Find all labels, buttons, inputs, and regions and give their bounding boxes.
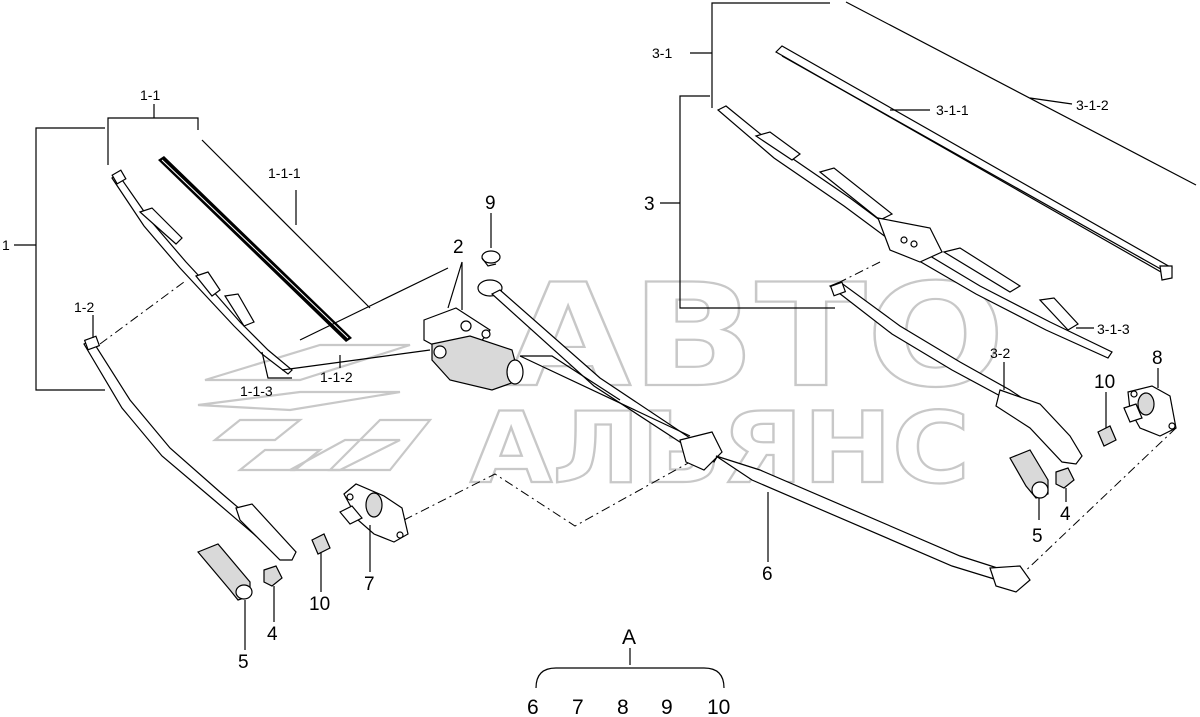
label-7: 7 <box>364 574 375 595</box>
leader-1-1-3 <box>261 351 292 379</box>
avtoalyans-logo-icon <box>197 343 433 472</box>
label-8: 8 <box>1152 348 1163 369</box>
label-3-2: 3-2 <box>990 345 1010 361</box>
leader-2 <box>447 261 463 310</box>
group-a-item: 8 <box>617 696 629 717</box>
leader-1-1-1 <box>201 139 371 309</box>
callout-labels: 1 1-1 1-1-1 1-1-2 1-1-3 1-2 2 3 3-1 3-1-… <box>2 45 1163 673</box>
group-a-item: 9 <box>661 696 673 717</box>
label-3-1-3: 3-1-3 <box>1097 321 1130 337</box>
label-3-1-1: 3-1-1 <box>936 102 969 118</box>
dash-left-blade <box>99 281 185 345</box>
label-5-right: 5 <box>1032 526 1043 547</box>
watermark-line1: АВТО <box>505 254 1005 419</box>
group-1-bracket <box>14 104 199 391</box>
label-1-2: 1-2 <box>74 299 94 315</box>
bushing-10-right <box>1097 425 1117 447</box>
cap-5-right <box>1009 449 1049 499</box>
group-a-brace <box>535 648 725 689</box>
group-a-item: 7 <box>572 696 584 717</box>
dash-right-link <box>1017 427 1177 579</box>
label-3-1-2: 3-1-2 <box>1076 97 1109 113</box>
label-10-left: 10 <box>309 594 330 615</box>
group-a: A 6 7 8 9 10 <box>527 626 730 717</box>
clip-9 <box>481 250 501 267</box>
pivot-8 <box>1123 385 1177 437</box>
label-1-1: 1-1 <box>140 87 160 103</box>
watermark: АВТО АЛЬЯНС <box>197 253 1006 507</box>
bushing-10-left <box>311 533 331 555</box>
left-wiper-blade <box>111 169 293 375</box>
nut-4-right <box>1055 467 1075 489</box>
label-1: 1 <box>2 237 10 253</box>
label-6: 6 <box>762 564 773 585</box>
pivot-7 <box>339 483 409 543</box>
leader-3-1-2-line <box>845 1 1197 186</box>
label-2: 2 <box>453 237 464 258</box>
label-4-left: 4 <box>267 624 278 645</box>
label-9: 9 <box>485 193 496 214</box>
right-wiper-arm <box>828 281 1083 465</box>
leader-2-left <box>299 267 449 341</box>
group-a-item: 6 <box>527 696 539 717</box>
cap-5-left <box>197 543 253 601</box>
nut-4-left <box>263 565 283 587</box>
label-10-right: 10 <box>1094 372 1115 393</box>
left-wiper-refill <box>158 156 352 342</box>
label-1-1-3: 1-1-3 <box>240 383 273 399</box>
right-wiper-refill <box>775 45 1173 281</box>
label-5-left: 5 <box>238 652 249 673</box>
group-3-bracket <box>660 2 835 309</box>
leader-motor-link <box>281 349 431 371</box>
group-a-item: 10 <box>707 696 730 717</box>
label-1-1-1: 1-1-1 <box>268 165 301 181</box>
label-3: 3 <box>644 194 655 215</box>
right-wiper-blade <box>716 105 1113 359</box>
label-3-1: 3-1 <box>652 45 672 61</box>
left-wiper-arm <box>83 335 297 561</box>
group-a-title: A <box>622 626 636 649</box>
leader-3-1-2 <box>1029 97 1073 105</box>
wiper-motor <box>423 307 524 391</box>
label-1-1-2: 1-1-2 <box>320 369 353 385</box>
label-4-right: 4 <box>1060 504 1071 525</box>
dash-right-blade <box>839 261 881 283</box>
wiper-linkage <box>477 279 1031 593</box>
